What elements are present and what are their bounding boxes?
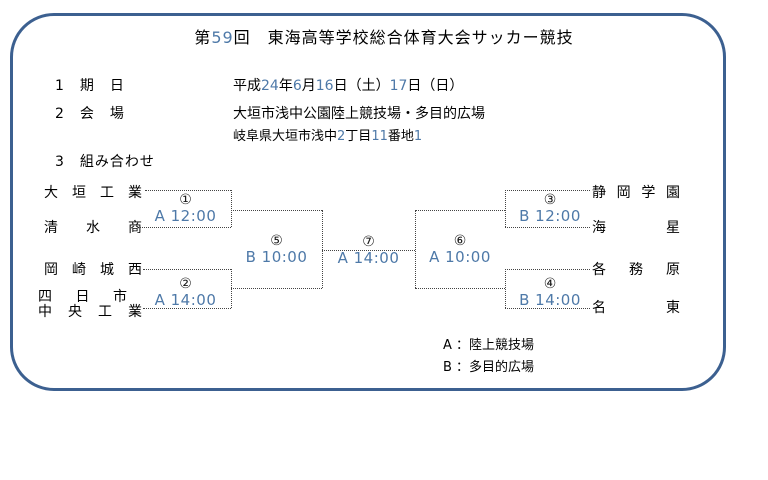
match-3-number: ③ xyxy=(543,192,557,208)
team-name: 清水商 xyxy=(44,220,142,236)
legend-venue-a: A ：陸上競技場 xyxy=(443,338,535,353)
match-6-time: A 10:00 xyxy=(429,248,491,266)
page-border-frame xyxy=(10,13,726,391)
match-2: ② A 14:00 xyxy=(140,276,231,309)
match-3: ③ B 12:00 xyxy=(506,192,594,225)
team-name: 海星 xyxy=(592,220,680,236)
date-value: 平成24年6月16日（土）17日（日） xyxy=(233,78,464,94)
team-shimizu-sho: 清水商 xyxy=(44,221,142,236)
match-1: ① A 12:00 xyxy=(140,192,231,225)
match-3-time: B 12:00 xyxy=(519,207,581,225)
match-7-time: A 14:00 xyxy=(337,249,400,267)
venue-value: 大垣市浅中公園陸上競技場・多目的広場 xyxy=(233,106,485,122)
line-final xyxy=(322,250,415,251)
match-2-number: ② xyxy=(179,276,192,292)
line-sf-right-vertical xyxy=(415,210,416,288)
match-7-number: ⑦ xyxy=(362,234,375,250)
line-qf1-vertical xyxy=(231,190,232,227)
line-sf-right-bottom xyxy=(415,288,505,289)
line-team-kakamigahara xyxy=(505,269,590,270)
match-5-time: B 10:00 xyxy=(245,248,308,266)
line-sf-left-top xyxy=(231,210,322,211)
match-5: ⑤ B 10:00 xyxy=(231,233,322,266)
team-meito: 名東 xyxy=(592,301,680,316)
page-title: 第59回 東海高等学校総合体育大会サッカー競技 xyxy=(194,28,574,47)
team-okazaki-josei: 岡崎城西 xyxy=(44,263,142,278)
team-yokkaichi-chuo-kogyo: 四日市 中央工業 xyxy=(38,290,142,320)
team-name-line-2: 中央工業 xyxy=(38,304,142,320)
line-team-shimizu xyxy=(140,227,231,228)
line-team-okazaki xyxy=(143,269,231,270)
line-sf-left-vertical xyxy=(322,210,323,288)
section-3-label: 3 組み合わせ xyxy=(55,154,155,170)
match-6: ⑥ A 10:00 xyxy=(415,233,505,266)
match-5-number: ⑤ xyxy=(270,233,283,249)
line-qf3-vertical xyxy=(505,190,506,227)
line-team-yokkaichi xyxy=(143,308,231,309)
team-name: 大垣工業 xyxy=(44,185,142,201)
line-team-ogaki xyxy=(145,190,231,191)
team-kakamigahara: 各務原 xyxy=(592,263,680,278)
team-name-line-1: 四日市 xyxy=(38,289,127,305)
team-name: 各務原 xyxy=(592,262,680,278)
match-4: ④ B 14:00 xyxy=(506,276,594,309)
team-kaisei: 海星 xyxy=(592,221,680,236)
team-name: 静岡学園 xyxy=(592,185,680,201)
match-4-number: ④ xyxy=(543,276,557,292)
team-ogaki-kogyo: 大垣工業 xyxy=(44,186,142,201)
line-team-shizuoka xyxy=(505,190,590,191)
line-qf4-vertical xyxy=(505,269,506,308)
line-sf-right-top xyxy=(415,210,505,211)
team-name: 岡崎城西 xyxy=(44,262,142,278)
team-shizuoka-gakuen: 静岡学園 xyxy=(592,186,680,201)
venue-address: 岐阜県大垣市浅中2丁目11番地1 xyxy=(233,129,423,144)
line-team-kaisei xyxy=(505,227,590,228)
line-team-meito xyxy=(505,308,590,309)
section-1-label: 1 期 日 xyxy=(55,78,125,94)
match-4-time: B 14:00 xyxy=(519,291,581,309)
match-6-number: ⑥ xyxy=(453,233,467,249)
section-2-label: 2 会 場 xyxy=(55,106,125,122)
match-7-final: ⑦ A 14:00 xyxy=(322,234,415,267)
match-1-time: A 12:00 xyxy=(154,207,217,225)
legend-venue-b: B ：多目的広場 xyxy=(443,360,535,375)
match-2-time: A 14:00 xyxy=(154,291,217,309)
team-name: 名東 xyxy=(592,300,680,316)
match-1-number: ① xyxy=(179,192,192,208)
line-sf-left-bottom xyxy=(231,288,322,289)
